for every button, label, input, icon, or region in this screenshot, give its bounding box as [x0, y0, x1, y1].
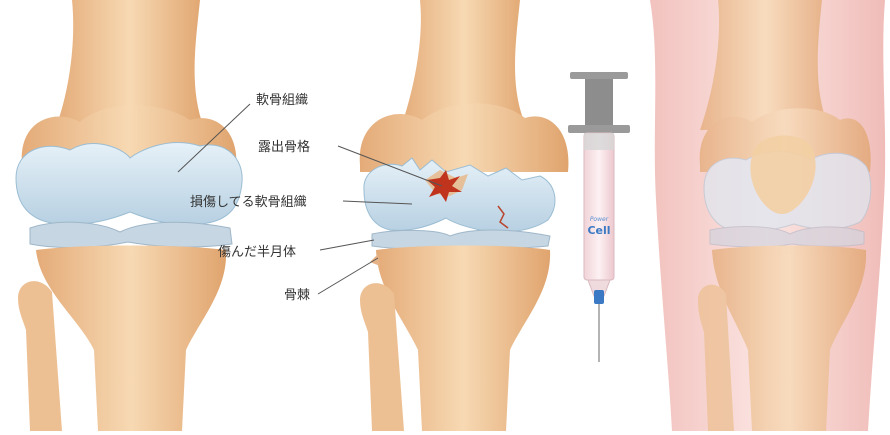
damaged-knee [360, 0, 569, 431]
needle-hub [594, 290, 604, 304]
fibula [18, 281, 62, 431]
barrel-top [584, 133, 614, 150]
barrel-flange [568, 125, 630, 133]
plunger-cap [570, 72, 628, 79]
label-damaged-meniscus: 傷んだ半月体 [218, 245, 296, 260]
leader-damaged-meniscus [320, 240, 374, 250]
plunger-rod [585, 79, 613, 125]
syringe-barrel [584, 133, 614, 280]
tibia [376, 246, 550, 432]
syringe-brand-line2: Cell [587, 224, 610, 237]
healthy-meniscus [30, 222, 232, 247]
label-bone-spur: 骨棘 [284, 288, 310, 303]
femur-condyle [360, 103, 569, 172]
syringe-brand-line1: Power [590, 216, 609, 223]
label-cartilage: 軟骨組織 [256, 92, 308, 108]
healthy-knee [16, 0, 242, 431]
treated-knee [650, 0, 885, 431]
syringe: Power Cell [568, 72, 630, 362]
tibia [36, 246, 226, 432]
label-exposed-bone: 露出骨格 [258, 139, 310, 155]
label-damaged-cartilage: 損傷してる軟骨組織 [190, 194, 307, 210]
